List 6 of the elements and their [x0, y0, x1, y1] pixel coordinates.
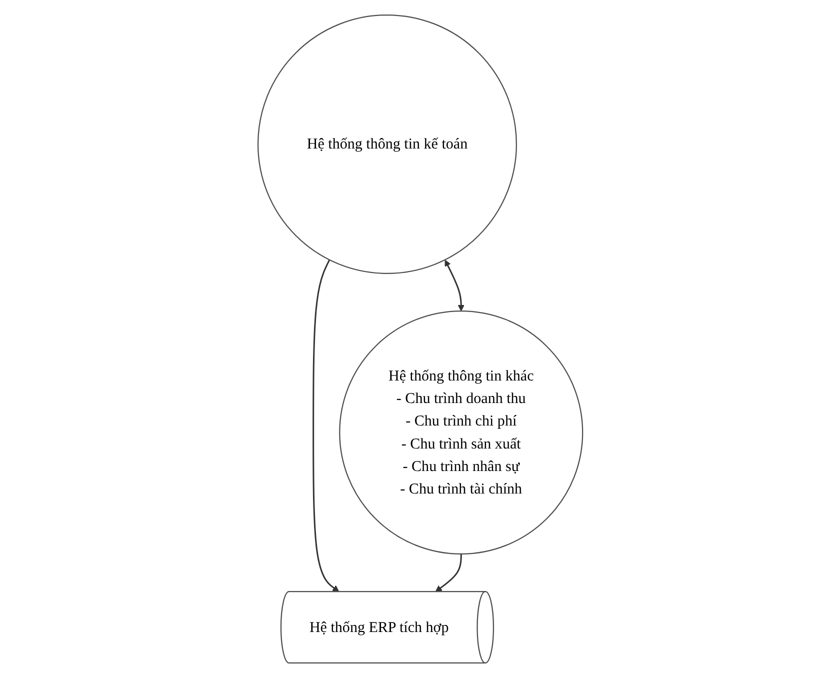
node-circle: Hệ thống thông tin kế toán — [257, 14, 517, 274]
arrow — [435, 554, 462, 592]
arrow — [444, 260, 464, 312]
node-circle: Hệ thống thông tin khác - Chu trình doanh thu - Chu trình chi phí - Chu trình sản xuất - Chu trình nhân sự - Chu trình tài chính — [338, 310, 583, 555]
arrow — [312, 260, 339, 592]
node-text: Hệ thống ERP tích hợp — [309, 619, 448, 636]
